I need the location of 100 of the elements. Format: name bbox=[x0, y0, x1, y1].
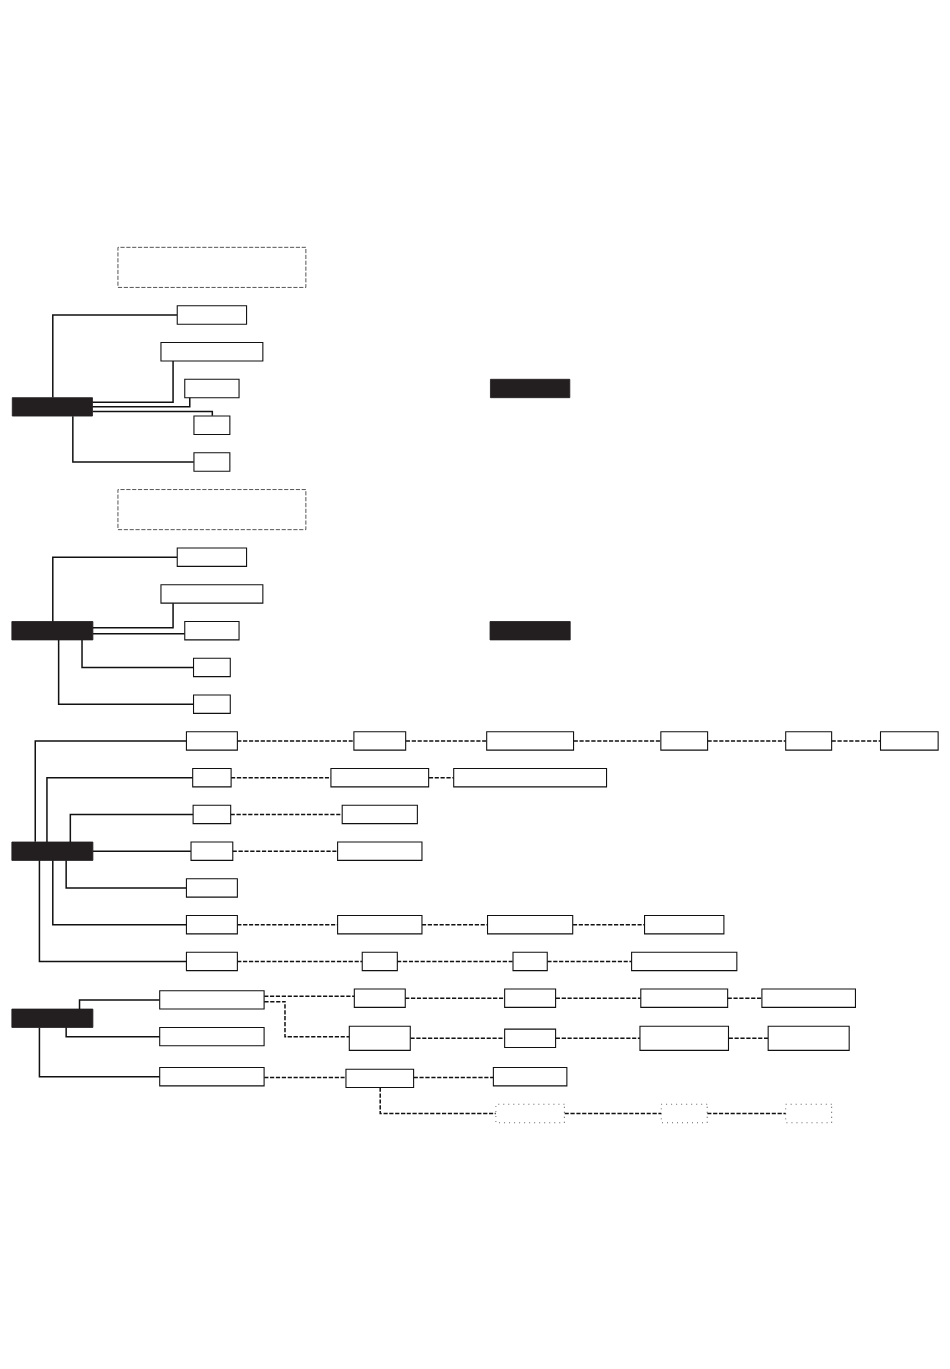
node-box bbox=[159, 1066, 265, 1086]
connector bbox=[230, 776, 332, 778]
node-box bbox=[337, 840, 423, 861]
node-box bbox=[192, 804, 232, 824]
connector bbox=[831, 739, 881, 742]
connector bbox=[421, 923, 489, 925]
node-box bbox=[341, 804, 418, 824]
node-box bbox=[761, 987, 856, 1008]
node-box bbox=[495, 1103, 565, 1123]
connector bbox=[72, 414, 195, 463]
connector bbox=[52, 555, 178, 622]
node-box bbox=[785, 1103, 833, 1123]
node-box bbox=[117, 488, 307, 530]
node-box bbox=[489, 620, 571, 640]
connector bbox=[52, 313, 178, 398]
node-box bbox=[185, 951, 238, 971]
node-box bbox=[639, 1025, 730, 1051]
node-box bbox=[631, 951, 738, 971]
connector bbox=[236, 739, 355, 742]
node-box bbox=[767, 1025, 850, 1051]
connector bbox=[728, 1037, 769, 1039]
node-box bbox=[11, 1008, 94, 1028]
node-box bbox=[184, 378, 240, 398]
connector bbox=[236, 960, 363, 962]
node-box bbox=[160, 583, 264, 604]
connector bbox=[396, 960, 514, 962]
connector bbox=[38, 859, 187, 962]
node-box bbox=[184, 620, 240, 640]
node-box bbox=[193, 657, 231, 677]
connector bbox=[91, 359, 174, 403]
connector bbox=[92, 601, 174, 628]
connector bbox=[555, 996, 642, 999]
node-box bbox=[11, 396, 93, 416]
connector bbox=[46, 776, 194, 843]
connector bbox=[81, 638, 195, 668]
connector bbox=[409, 1037, 506, 1039]
connector bbox=[706, 739, 787, 742]
node-box bbox=[490, 378, 571, 398]
node-box bbox=[361, 951, 398, 971]
node-box bbox=[504, 987, 557, 1008]
node-box bbox=[453, 767, 608, 787]
node-box bbox=[644, 914, 725, 934]
node-box bbox=[492, 1066, 568, 1086]
connector bbox=[263, 1076, 347, 1078]
connector bbox=[405, 739, 488, 742]
node-box bbox=[185, 730, 238, 751]
connector bbox=[428, 776, 455, 778]
node-box bbox=[353, 987, 406, 1008]
node-box bbox=[117, 246, 307, 288]
node-box bbox=[640, 987, 729, 1008]
node-box bbox=[504, 1028, 557, 1048]
connector bbox=[78, 998, 161, 1010]
node-box bbox=[192, 767, 232, 787]
node-box bbox=[160, 341, 264, 361]
node-box bbox=[345, 1068, 415, 1088]
node-box bbox=[193, 415, 231, 435]
connector bbox=[92, 632, 186, 635]
node-box bbox=[660, 730, 709, 751]
connector bbox=[263, 995, 355, 997]
node-box bbox=[11, 620, 94, 640]
node-box bbox=[512, 951, 548, 971]
node-box bbox=[185, 914, 238, 934]
node-box bbox=[785, 730, 833, 751]
connector bbox=[230, 813, 343, 815]
connector bbox=[92, 849, 192, 852]
connector bbox=[232, 849, 339, 852]
node-box bbox=[185, 877, 238, 898]
connector bbox=[38, 1026, 161, 1077]
connector bbox=[52, 859, 188, 925]
connector bbox=[69, 813, 194, 843]
connector bbox=[546, 960, 633, 962]
node-box bbox=[487, 914, 574, 934]
node-box bbox=[660, 1103, 708, 1123]
connector bbox=[572, 923, 646, 925]
node-box bbox=[879, 730, 939, 751]
node-box bbox=[348, 1025, 411, 1051]
connector bbox=[563, 1112, 662, 1114]
node-box bbox=[193, 451, 231, 472]
node-box bbox=[193, 693, 231, 714]
connector bbox=[573, 739, 662, 742]
node-box bbox=[176, 546, 248, 567]
node-box bbox=[159, 1026, 265, 1046]
connector bbox=[263, 1000, 350, 1037]
connector bbox=[727, 996, 763, 999]
connector bbox=[706, 1112, 787, 1114]
connector bbox=[65, 1026, 161, 1037]
connector bbox=[92, 410, 214, 417]
node-box bbox=[11, 841, 94, 861]
connector bbox=[379, 1086, 497, 1114]
connector bbox=[413, 1076, 494, 1078]
node-box bbox=[337, 914, 423, 934]
connector bbox=[555, 1037, 641, 1039]
connector bbox=[57, 638, 195, 705]
connector bbox=[34, 739, 187, 843]
connector bbox=[65, 859, 187, 889]
node-box bbox=[330, 767, 430, 787]
node-box bbox=[159, 989, 265, 1010]
connector bbox=[404, 996, 506, 999]
node-box bbox=[353, 730, 407, 751]
connector bbox=[91, 396, 191, 408]
